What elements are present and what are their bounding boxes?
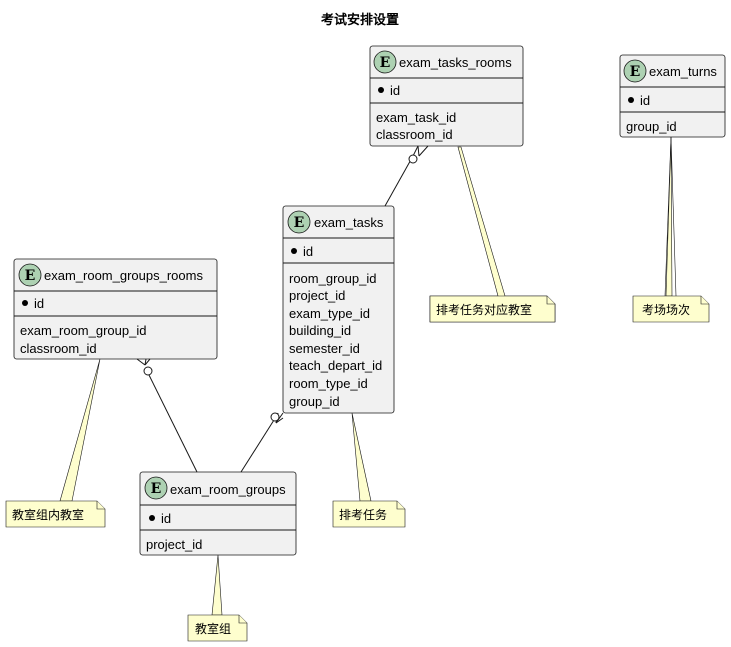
entity-field: teach_depart_id <box>289 358 382 373</box>
entity-field: room_type_id <box>289 376 368 391</box>
entity-field: exam_type_id <box>289 306 370 321</box>
entity-field: semester_id <box>289 341 360 356</box>
entity-exam-tasks: E exam_tasks id room_group_id project_id… <box>282 205 395 414</box>
note-exam-tasks-rooms: 排考任务对应教室 <box>429 146 556 323</box>
entity-exam-room-groups: E exam_room_groups id project_id <box>139 471 297 556</box>
entity-field: building_id <box>289 323 351 338</box>
entity-pk: id <box>34 296 44 311</box>
zero-marker-icon <box>143 366 153 376</box>
zero-marker-icon <box>408 154 418 164</box>
note-exam-room-groups: 教室组 <box>187 554 248 642</box>
entity-name: exam_room_groups <box>170 482 286 497</box>
note-text: 考场场次 <box>642 303 690 317</box>
entity-badge-icon <box>144 476 168 500</box>
diagram-title: 考试安排设置 <box>321 12 399 28</box>
entity-badge-letter: E <box>630 64 641 80</box>
pk-bullet-icon <box>378 87 384 93</box>
entity-field: group_id <box>289 394 340 409</box>
note-text: 教室组 <box>195 621 231 636</box>
entity-badge-icon <box>373 50 397 74</box>
note-text: 排考任务 <box>339 507 387 522</box>
entity-field: project_id <box>146 537 202 552</box>
note-text: 排考任务对应教室 <box>436 302 532 317</box>
note-exam-room-groups-rooms: 教室组内教室 <box>5 358 106 528</box>
entity-field: project_id <box>289 288 345 303</box>
entity-badge-icon <box>623 59 647 83</box>
entity-name: exam_room_groups_rooms <box>44 268 203 283</box>
entity-exam-tasks-rooms: E exam_tasks_rooms id exam_task_id class… <box>369 45 524 147</box>
entity-pk: id <box>161 511 171 526</box>
entity-name: exam_tasks_rooms <box>399 55 512 70</box>
relation-groups-to-group-rooms <box>136 358 198 473</box>
entity-badge-letter: E <box>380 55 391 71</box>
entity-field: exam_task_id <box>376 110 456 125</box>
entity-field: group_id <box>626 119 677 134</box>
note-exam-turns: 考场场次 <box>632 136 710 323</box>
entity-badge-letter: E <box>294 215 305 231</box>
entity-pk: id <box>640 93 650 108</box>
entity-badge-letter: E <box>25 268 36 284</box>
entity-field: classroom_id <box>20 341 97 356</box>
pk-bullet-icon <box>22 300 28 306</box>
entity-badge-letter: E <box>151 481 162 497</box>
entity-name: exam_turns <box>649 64 717 79</box>
zero-marker-icon <box>270 412 280 422</box>
entity-field: classroom_id <box>376 127 453 142</box>
note-text: 教室组内教室 <box>12 507 84 522</box>
entity-name: exam_tasks <box>314 215 384 230</box>
entity-pk: id <box>390 83 400 98</box>
relation-groups-to-tasks <box>240 412 284 473</box>
note-exam-tasks: 排考任务 <box>332 412 406 528</box>
relation-tasks-to-task-rooms <box>384 145 429 207</box>
entity-field: room_group_id <box>289 271 376 286</box>
entity-exam-room-groups-rooms: E exam_room_groups_rooms id exam_room_gr… <box>13 258 218 360</box>
pk-bullet-icon <box>628 97 634 103</box>
entity-badge-icon <box>287 210 311 234</box>
pk-bullet-icon <box>291 248 297 254</box>
pk-bullet-icon <box>149 515 155 521</box>
entity-exam-turns: E exam_turns id group_id <box>619 54 726 138</box>
entity-field: exam_room_group_id <box>20 323 146 338</box>
entity-pk: id <box>303 244 313 259</box>
entity-badge-icon <box>18 263 42 287</box>
